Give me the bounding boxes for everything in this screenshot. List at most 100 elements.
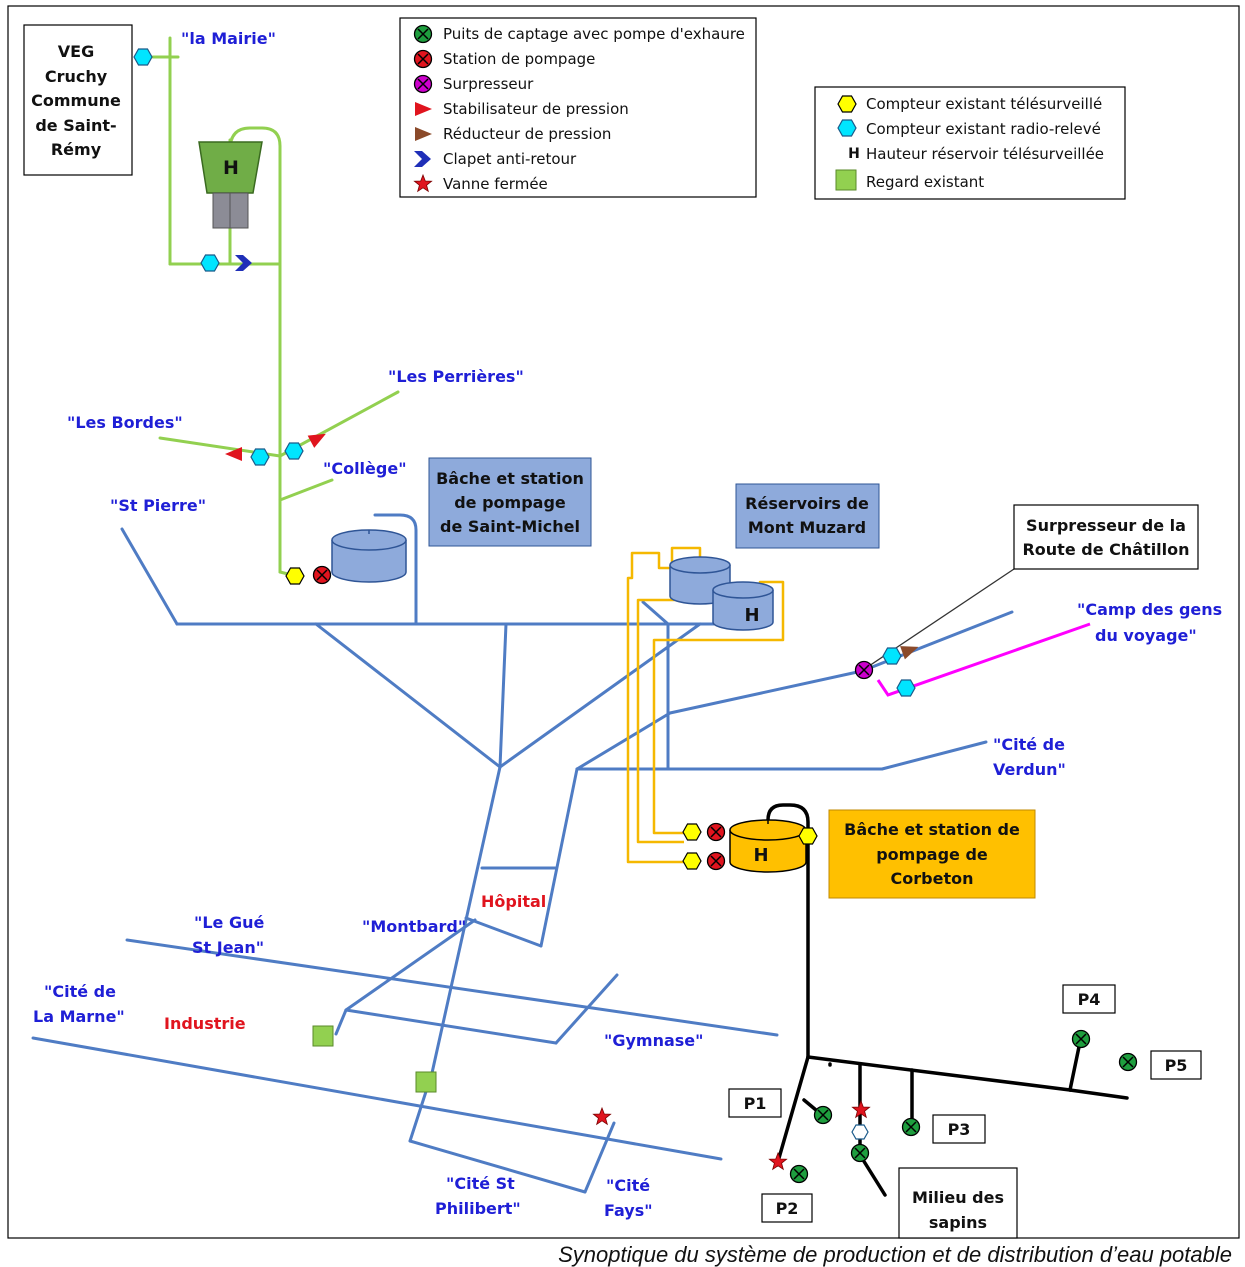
well-label-p3: P3 [948, 1120, 971, 1139]
place-label: "Les Bordes" [67, 413, 183, 432]
tank-saint-michel [331, 529, 407, 583]
legend-label: Clapet anti-retour [443, 150, 577, 168]
place-label: La Marne" [33, 1007, 125, 1026]
closed-valve-icon [593, 1107, 611, 1125]
radio-meter-icon [882, 647, 902, 665]
place-label: "la Mairie" [181, 29, 276, 48]
magenta-pipe [876, 622, 1091, 697]
box-corbeton: Bâche et station de pompage de Corbeton [828, 809, 1036, 899]
telemonitored-meter-icon [798, 827, 818, 845]
box-line: Milieu des [912, 1188, 1004, 1207]
box-veg: VEG Cruchy Commune de Saint- Rémy [23, 24, 133, 176]
place-label: Philibert" [435, 1199, 521, 1218]
box-line: Bâche et station [436, 469, 584, 488]
legend-label: Vanne fermée [443, 175, 548, 193]
place-label: "Cité St [446, 1174, 515, 1193]
box-line: VEG [58, 42, 94, 61]
corbeton-h-label: H [753, 845, 768, 866]
well-label-p5: P5 [1165, 1056, 1188, 1075]
box-line: Corbeton [891, 869, 974, 888]
well-pump-icon [1118, 1052, 1138, 1072]
well-pump-icon [901, 1117, 921, 1137]
place-label: "Collège" [323, 459, 407, 478]
legend-label: Regard existant [866, 173, 984, 191]
tower-h-label: H [223, 157, 239, 179]
box-line: pompage de [876, 845, 988, 864]
legend-equipment: Puits de captage avec pompe d'exhaure St… [399, 17, 757, 198]
place-label: "Montbard" [362, 917, 466, 936]
booster-icon [413, 74, 433, 94]
legend-label: Réducteur de pression [443, 125, 611, 143]
telemonitored-meter-icon [285, 567, 305, 585]
place-label: "St Pierre" [110, 496, 206, 515]
place-names: "la Mairie" "Les Perrières" "Les Bordes"… [33, 29, 1222, 1220]
booster-icon [854, 660, 874, 680]
legend-label: Stabilisateur de pression [443, 100, 629, 118]
muzard-h-label: H [744, 605, 759, 626]
water-tower: H [198, 141, 263, 229]
place-label: du voyage" [1095, 626, 1197, 645]
place-label: "Le Gué [194, 913, 264, 932]
place-label: Fays" [604, 1201, 653, 1220]
box-milieu-sapins: Milieu des sapins [898, 1167, 1018, 1239]
well-pump-icon [1071, 1029, 1091, 1049]
box-line: Surpresseur de la [1026, 516, 1186, 535]
legend-label: Station de pompage [443, 50, 595, 68]
box-surpresseur: Surpresseur de la Route de Châtillon [1013, 504, 1199, 570]
figure-caption: Synoptique du système de production et d… [558, 1242, 1232, 1267]
well-pump-icon [813, 1105, 833, 1125]
green-pipes [151, 36, 400, 577]
closed-valve-icon [769, 1152, 787, 1170]
box-line: Rémy [51, 140, 102, 159]
box-line: Cruchy [45, 67, 108, 86]
telemonitored-meter-icon [837, 95, 857, 113]
manhole-icon [312, 1025, 334, 1047]
pumping-station-icon [413, 49, 433, 69]
meter-icon [851, 1124, 869, 1140]
box-line: Commune [31, 91, 121, 110]
well-pump-icon [789, 1164, 809, 1184]
well-labels: P1 P2 P3 P4 P5 [728, 984, 1202, 1223]
place-label: "Cité de [993, 735, 1065, 754]
radio-meter-icon [250, 448, 270, 466]
manhole-icon [415, 1071, 437, 1093]
telemonitored-meter-icon [682, 823, 702, 841]
manhole-icon [835, 169, 857, 191]
well-label-p2: P2 [776, 1199, 799, 1218]
place-label: "Les Perrières" [388, 367, 524, 386]
legend-meters: H Compteur existant télésurveillé Compte… [814, 86, 1126, 200]
radio-meter-icon [284, 442, 304, 460]
pumping-station-icon [706, 851, 726, 871]
box-line: Bâche et station de [844, 820, 1020, 839]
box-saint-michel: Bâche et station de pompage de Saint-Mic… [428, 457, 592, 547]
box-line: Réservoirs de [745, 494, 869, 513]
outer-frame [7, 5, 1240, 1239]
legend-label: Compteur existant radio-relevé [866, 120, 1101, 138]
place-label: "Cité [606, 1176, 650, 1195]
tank-corbeton: H [729, 819, 807, 873]
place-label: "Cité de [44, 982, 116, 1001]
tank-height-icon: H [848, 146, 860, 162]
place-label-industrie: Industrie [164, 1014, 246, 1033]
pumping-station-icon [706, 822, 726, 842]
well-label-p1: P1 [744, 1094, 767, 1113]
legend-label: Compteur existant télésurveillé [866, 95, 1102, 113]
tank-mont-muzard-2: H [712, 581, 774, 631]
box-line: de Saint-Michel [440, 517, 580, 536]
well-pump-icon [413, 24, 433, 44]
box-line: Mont Muzard [748, 518, 866, 537]
radio-meter-icon [200, 254, 220, 272]
box-line: Route de Châtillon [1022, 540, 1189, 559]
radio-meter-icon [133, 48, 153, 66]
blue-network [31, 513, 1014, 1194]
telemonitored-meter-icon [682, 852, 702, 870]
place-label: "Camp des gens [1077, 600, 1222, 619]
place-label: "Gymnase" [604, 1031, 703, 1050]
box-line: de Saint- [35, 116, 116, 135]
well-pump-icon [850, 1143, 870, 1163]
pumping-station-icon [312, 565, 332, 585]
radio-meter-icon [837, 119, 857, 137]
place-label: St Jean" [192, 938, 264, 957]
place-label: Verdun" [993, 760, 1066, 779]
